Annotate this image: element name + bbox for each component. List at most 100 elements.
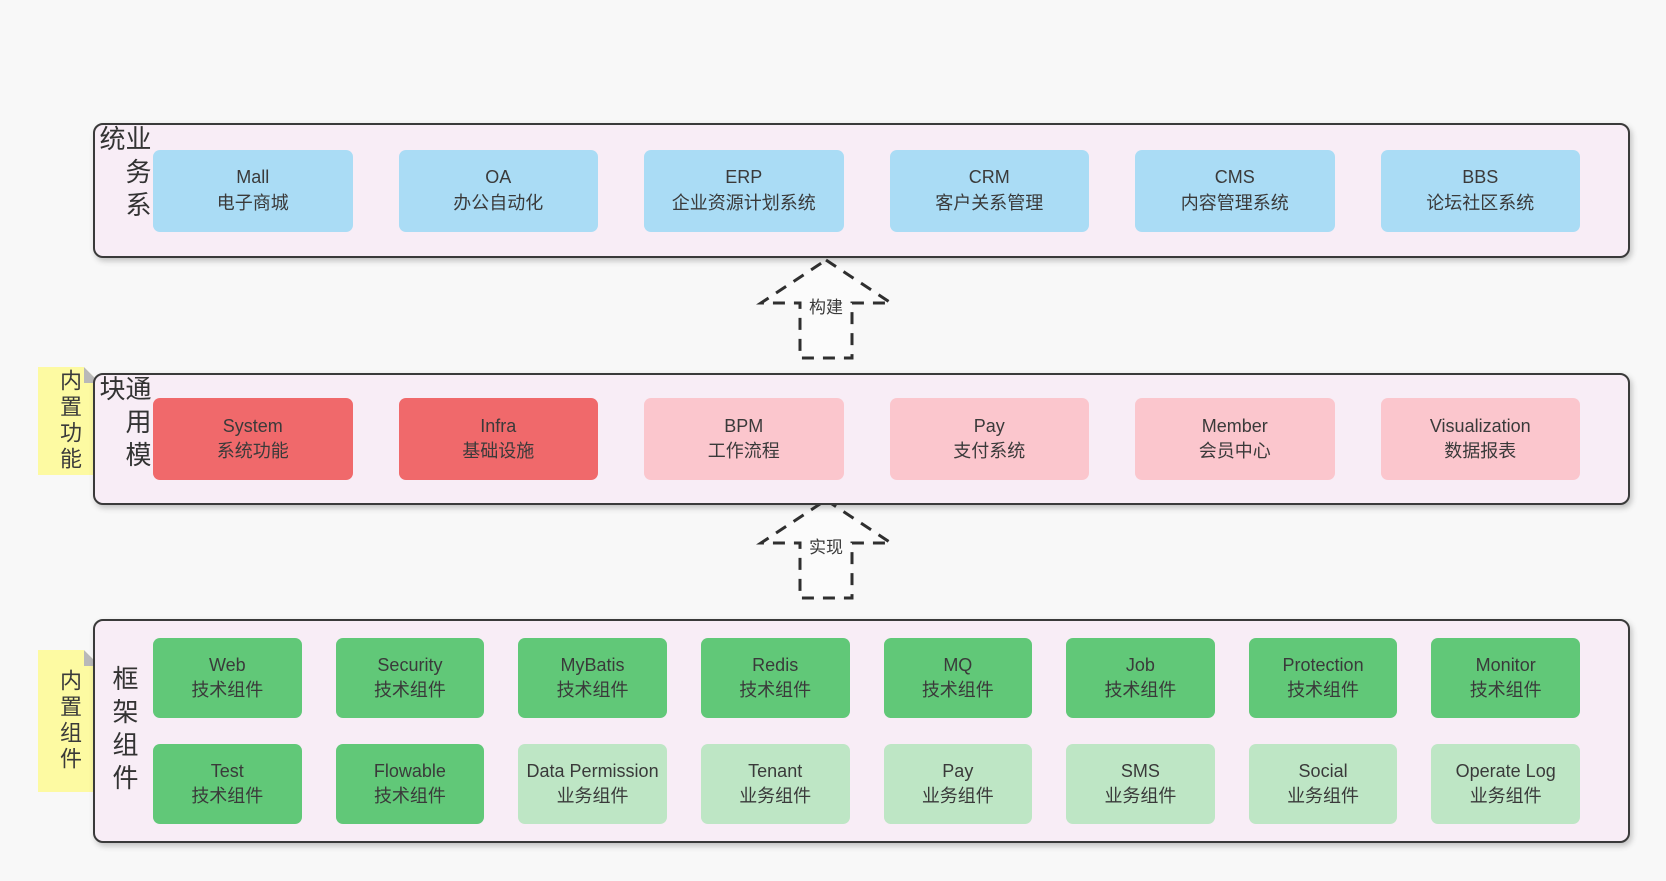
box-security-name: Security bbox=[377, 654, 443, 675]
box-mq: MQ 技术组件 bbox=[883, 638, 1033, 718]
box-data-permission-name: Data Permission bbox=[526, 760, 659, 781]
box-bpm-desc: 工作流程 bbox=[707, 441, 780, 461]
box-test-desc: 技术组件 bbox=[191, 786, 264, 806]
box-erp-name: ERP bbox=[725, 167, 763, 188]
box-mybatis: MyBatis 技术组件 bbox=[518, 638, 667, 718]
box-protection: Protection 技术组件 bbox=[1248, 638, 1398, 718]
box-mq-desc: 技术组件 bbox=[921, 680, 994, 700]
box-bbs: BBS 论坛社区系统 bbox=[1380, 149, 1580, 232]
implement-arrow-label: 实现 bbox=[805, 533, 847, 558]
box-tenant: Tenant 业务组件 bbox=[700, 744, 850, 824]
box-cms-desc: 内容管理系统 bbox=[1180, 192, 1289, 213]
box-tenant-name: Tenant bbox=[748, 760, 803, 781]
box-redis: Redis 技术组件 bbox=[700, 638, 850, 718]
band-components-content: Web 技术组件 Security 技术组件 MyBatis 技术组件 Redi… bbox=[153, 621, 1580, 841]
box-crm: CRM 客户关系管理 bbox=[889, 149, 1089, 232]
box-visualization-desc: 数据报表 bbox=[1444, 441, 1517, 461]
implement-arrow: 实现 bbox=[756, 497, 896, 601]
box-security-desc: 技术组件 bbox=[373, 680, 446, 700]
box-oa-name: OA bbox=[485, 167, 512, 188]
box-flowable: Flowable 技术组件 bbox=[335, 744, 485, 824]
box-monitor: Monitor 技术组件 bbox=[1431, 638, 1580, 718]
sticky-builtin-features-label: 内置功能 bbox=[57, 369, 82, 473]
build-arrow-label: 构建 bbox=[805, 293, 847, 318]
box-sms-desc: 业务组件 bbox=[1104, 786, 1177, 806]
sticky-note-builtin-features: 内置功能 bbox=[38, 367, 100, 475]
box-monitor-name: Monitor bbox=[1475, 654, 1536, 675]
box-pay-component-name: Pay bbox=[942, 760, 974, 781]
band-framework-components-label: 框架组件 bbox=[95, 621, 153, 841]
box-security: Security 技术组件 bbox=[335, 638, 485, 718]
box-test-name: Test bbox=[210, 760, 244, 781]
box-sms-name: SMS bbox=[1120, 760, 1160, 781]
build-arrow: 构建 bbox=[756, 257, 896, 361]
box-test: Test 技术组件 bbox=[153, 744, 302, 824]
box-redis-name: Redis bbox=[752, 654, 799, 675]
box-mq-name: MQ bbox=[943, 654, 973, 675]
box-pay-component-desc: 业务组件 bbox=[921, 786, 994, 806]
box-protection-name: Protection bbox=[1282, 654, 1364, 675]
vertical-label: 框架组件 bbox=[109, 665, 139, 797]
box-monitor-desc: 技术组件 bbox=[1469, 680, 1542, 700]
box-bbs-desc: 论坛社区系统 bbox=[1426, 192, 1535, 213]
vertical-label: 业务系统 bbox=[96, 125, 152, 224]
box-crm-desc: 客户关系管理 bbox=[935, 192, 1044, 213]
box-social: Social 业务组件 bbox=[1248, 744, 1398, 824]
box-mall: Mall 电子商城 bbox=[153, 149, 353, 232]
box-system-name: System bbox=[222, 415, 283, 436]
box-erp-desc: 企业资源计划系统 bbox=[671, 192, 816, 213]
box-cms-name: CMS bbox=[1214, 167, 1255, 188]
box-infra-name: Infra bbox=[480, 415, 517, 436]
box-social-name: Social bbox=[1298, 760, 1348, 781]
box-bbs-name: BBS bbox=[1462, 167, 1499, 188]
box-crm-name: CRM bbox=[968, 167, 1010, 188]
box-data-permission-desc: 业务组件 bbox=[556, 786, 629, 806]
box-infra-desc: 基础设施 bbox=[462, 441, 535, 461]
band-modules-content: System 系统功能 Infra 基础设施 BPM 工作流程 Pay 支付系统… bbox=[153, 375, 1580, 503]
sticky-note-builtin-components: 内置组件 bbox=[38, 650, 100, 792]
box-tenant-desc: 业务组件 bbox=[739, 786, 812, 806]
box-pay: Pay 支付系统 bbox=[889, 398, 1089, 480]
box-visualization-name: Visualization bbox=[1429, 415, 1531, 436]
box-pay-component: Pay 业务组件 bbox=[883, 744, 1033, 824]
box-system: System 系统功能 bbox=[153, 398, 353, 480]
box-job-desc: 技术组件 bbox=[1104, 680, 1177, 700]
band-business-systems-label: 业务系统 bbox=[95, 125, 153, 256]
box-bpm: BPM 工作流程 bbox=[644, 398, 844, 480]
box-operate-log-name: Operate Log bbox=[1455, 760, 1556, 781]
box-mybatis-desc: 技术组件 bbox=[556, 680, 629, 700]
box-mall-desc: 电子商城 bbox=[216, 192, 289, 213]
vertical-label: 通用模块 bbox=[96, 375, 152, 474]
box-system-desc: 系统功能 bbox=[216, 441, 289, 461]
box-member-desc: 会员中心 bbox=[1198, 441, 1271, 461]
box-web: Web 技术组件 bbox=[153, 638, 302, 718]
box-social-desc: 业务组件 bbox=[1287, 786, 1360, 806]
band-business-content: Mall 电子商城 OA 办公自动化 ERP 企业资源计划系统 CRM 客户关系… bbox=[153, 125, 1580, 256]
box-member-name: Member bbox=[1201, 415, 1268, 436]
box-job: Job 技术组件 bbox=[1066, 638, 1215, 718]
band-business-systems: 业务系统 Mall 电子商城 OA 办公自动化 ERP 企业资源计划系统 CRM… bbox=[93, 123, 1630, 258]
band-common-modules-label: 通用模块 bbox=[95, 375, 153, 503]
box-flowable-name: Flowable bbox=[373, 760, 446, 781]
box-visualization: Visualization 数据报表 bbox=[1380, 398, 1580, 480]
box-oa-desc: 办公自动化 bbox=[453, 192, 544, 213]
box-job-name: Job bbox=[1125, 654, 1155, 675]
band-common-modules: 通用模块 System 系统功能 Infra 基础设施 BPM 工作流程 Pay… bbox=[93, 373, 1630, 505]
box-bpm-name: BPM bbox=[724, 415, 764, 436]
box-data-permission: Data Permission 业务组件 bbox=[518, 744, 667, 824]
box-mall-name: Mall bbox=[236, 167, 270, 188]
box-web-desc: 技术组件 bbox=[191, 680, 264, 700]
box-mybatis-name: MyBatis bbox=[560, 654, 625, 675]
box-cms: CMS 内容管理系统 bbox=[1135, 149, 1335, 232]
box-pay-name: Pay bbox=[973, 415, 1005, 436]
box-redis-desc: 技术组件 bbox=[739, 680, 812, 700]
sticky-builtin-components-label: 内置组件 bbox=[57, 669, 82, 773]
box-pay-desc: 支付系统 bbox=[953, 441, 1026, 461]
box-web-name: Web bbox=[208, 654, 246, 675]
band-framework-components: 框架组件 Web 技术组件 Security 技术组件 MyBatis 技术组件… bbox=[93, 619, 1630, 843]
box-member: Member 会员中心 bbox=[1135, 398, 1335, 480]
box-sms: SMS 业务组件 bbox=[1066, 744, 1215, 824]
box-protection-desc: 技术组件 bbox=[1287, 680, 1360, 700]
box-flowable-desc: 技术组件 bbox=[373, 786, 446, 806]
